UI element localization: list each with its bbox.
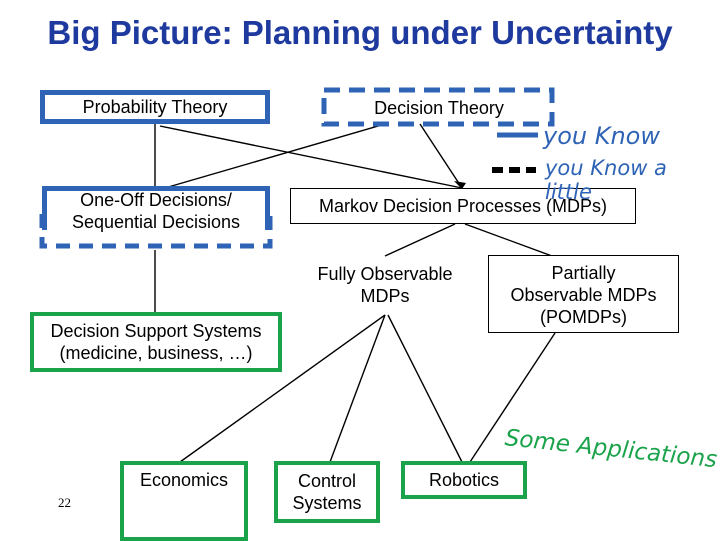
probability-theory-label: Probability Theory bbox=[82, 97, 228, 117]
decision-support-box: Decision Support Systems (medicine, busi… bbox=[30, 312, 282, 372]
fully-observable-box: Fully Observable MDPs bbox=[290, 258, 480, 312]
robotics-box: Robotics bbox=[401, 461, 527, 499]
oneoff-sequential-box: One-Off Decisions/ Sequential Decisions bbox=[42, 186, 270, 232]
decision-support-line2: (medicine, business, …) bbox=[59, 343, 253, 363]
control-systems-line1: Control bbox=[297, 471, 357, 491]
mdp-box: Markov Decision Processes (MDPs) bbox=[290, 188, 636, 224]
edge-mdp-fully bbox=[384, 223, 456, 257]
partially-observable-line1: Partially bbox=[551, 263, 616, 283]
arrowhead-mdp bbox=[454, 181, 466, 189]
edge-decision-oneoff bbox=[157, 123, 386, 191]
fully-observable-line1: Fully Observable bbox=[317, 264, 453, 284]
legend-you-know: you Know bbox=[543, 122, 660, 150]
edge-decision-mdp bbox=[419, 123, 463, 189]
slide-title: Big Picture: Planning under Uncertainty bbox=[47, 14, 673, 51]
mdp-label: Markov Decision Processes (MDPs) bbox=[318, 196, 608, 216]
edge-fully-control bbox=[329, 314, 386, 463]
partially-observable-box: Partially Observable MDPs (POMDPs) bbox=[488, 255, 679, 333]
page-number: 22 bbox=[58, 495, 71, 510]
robotics-label: Robotics bbox=[428, 470, 500, 490]
partially-observable-line2: Observable MDPs bbox=[510, 285, 657, 305]
economics-box: Economics bbox=[120, 461, 248, 541]
decision-support-line1: Decision Support Systems bbox=[50, 321, 262, 341]
control-systems-box: Control Systems bbox=[274, 461, 380, 523]
partially-observable-line3: (POMDPs) bbox=[540, 307, 627, 327]
decision-theory-label: Decision Theory bbox=[374, 98, 504, 118]
sequential-dashed-outline bbox=[39, 214, 273, 249]
oneoff-label: One-Off Decisions/ bbox=[80, 189, 232, 210]
edge-probability-mdp bbox=[159, 125, 463, 189]
fully-observable-line2: MDPs bbox=[360, 286, 410, 306]
edge-mdp-partial bbox=[464, 223, 553, 257]
economics-label: Economics bbox=[139, 470, 229, 490]
edge-fully-robotics bbox=[387, 314, 463, 463]
control-systems-line2: Systems bbox=[292, 493, 362, 513]
decision-theory-dashed-outline bbox=[321, 87, 555, 127]
sequential-label: Sequential Decisions bbox=[71, 211, 241, 232]
decision-theory-box: Decision Theory bbox=[330, 94, 548, 122]
legend-you-know-a-little: you Know a little bbox=[545, 156, 667, 204]
edge-partial-robotics bbox=[469, 332, 556, 463]
probability-theory-box: Probability Theory bbox=[40, 90, 270, 124]
edge-fully-economics bbox=[179, 314, 386, 463]
